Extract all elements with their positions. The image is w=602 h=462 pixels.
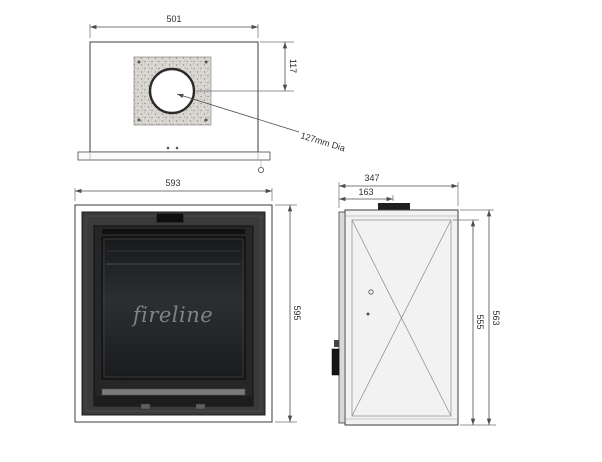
- front-edge: [338, 211, 346, 424]
- ash-lip: [101, 388, 246, 396]
- bottom-panel: [94, 396, 253, 406]
- glass-retainer: [103, 238, 244, 378]
- dim-label-front-height: 595: [292, 305, 302, 320]
- dim-flue-offset: 117: [196, 41, 298, 92]
- side-fixing-hole: [368, 289, 374, 295]
- ashpan-knob-right: [195, 403, 206, 410]
- dim-front-width: 593: [74, 178, 273, 201]
- top-view: [77, 41, 271, 173]
- dim-label-front-width: 593: [165, 178, 180, 188]
- dim-flue-center: 163: [339, 187, 394, 202]
- front-view: fireline: [74, 204, 273, 423]
- dim-label-overall-height: 563: [491, 310, 501, 325]
- flue-hole: [148, 67, 196, 115]
- side-rivet: [366, 312, 370, 316]
- handle-pin: [334, 340, 339, 347]
- top-vent: [102, 229, 245, 234]
- fixing-holes: [137, 60, 208, 150]
- dim-label-side-depth: 347: [364, 173, 379, 183]
- fireline-logo: fireline: [131, 303, 213, 327]
- dim-label-flue-diameter: 127mm Dia: [299, 130, 346, 153]
- dim-label-inner-height: 555: [475, 314, 485, 329]
- side-panel-brace: [351, 219, 452, 417]
- dim-inner-height: 555: [453, 219, 496, 426]
- dim-label-flue-center: 163: [358, 187, 373, 197]
- dim-front-height: 595: [275, 204, 302, 423]
- dim-label-plate-width: 501: [166, 14, 181, 24]
- ashpan-knob-left: [140, 403, 151, 410]
- flue-spigot: [378, 203, 410, 211]
- side-view: [331, 203, 459, 426]
- door-glass: [101, 236, 246, 380]
- dim-side-depth: 347: [338, 173, 459, 208]
- dim-overall-height: 563: [460, 209, 501, 425]
- air-control: [156, 213, 184, 223]
- dim-label-flue-offset: 117: [288, 59, 298, 73]
- hearth-strip: [77, 151, 271, 173]
- door-handle: [331, 348, 340, 376]
- dim-plate-width: 501: [89, 14, 259, 38]
- damper-pull: [257, 166, 264, 173]
